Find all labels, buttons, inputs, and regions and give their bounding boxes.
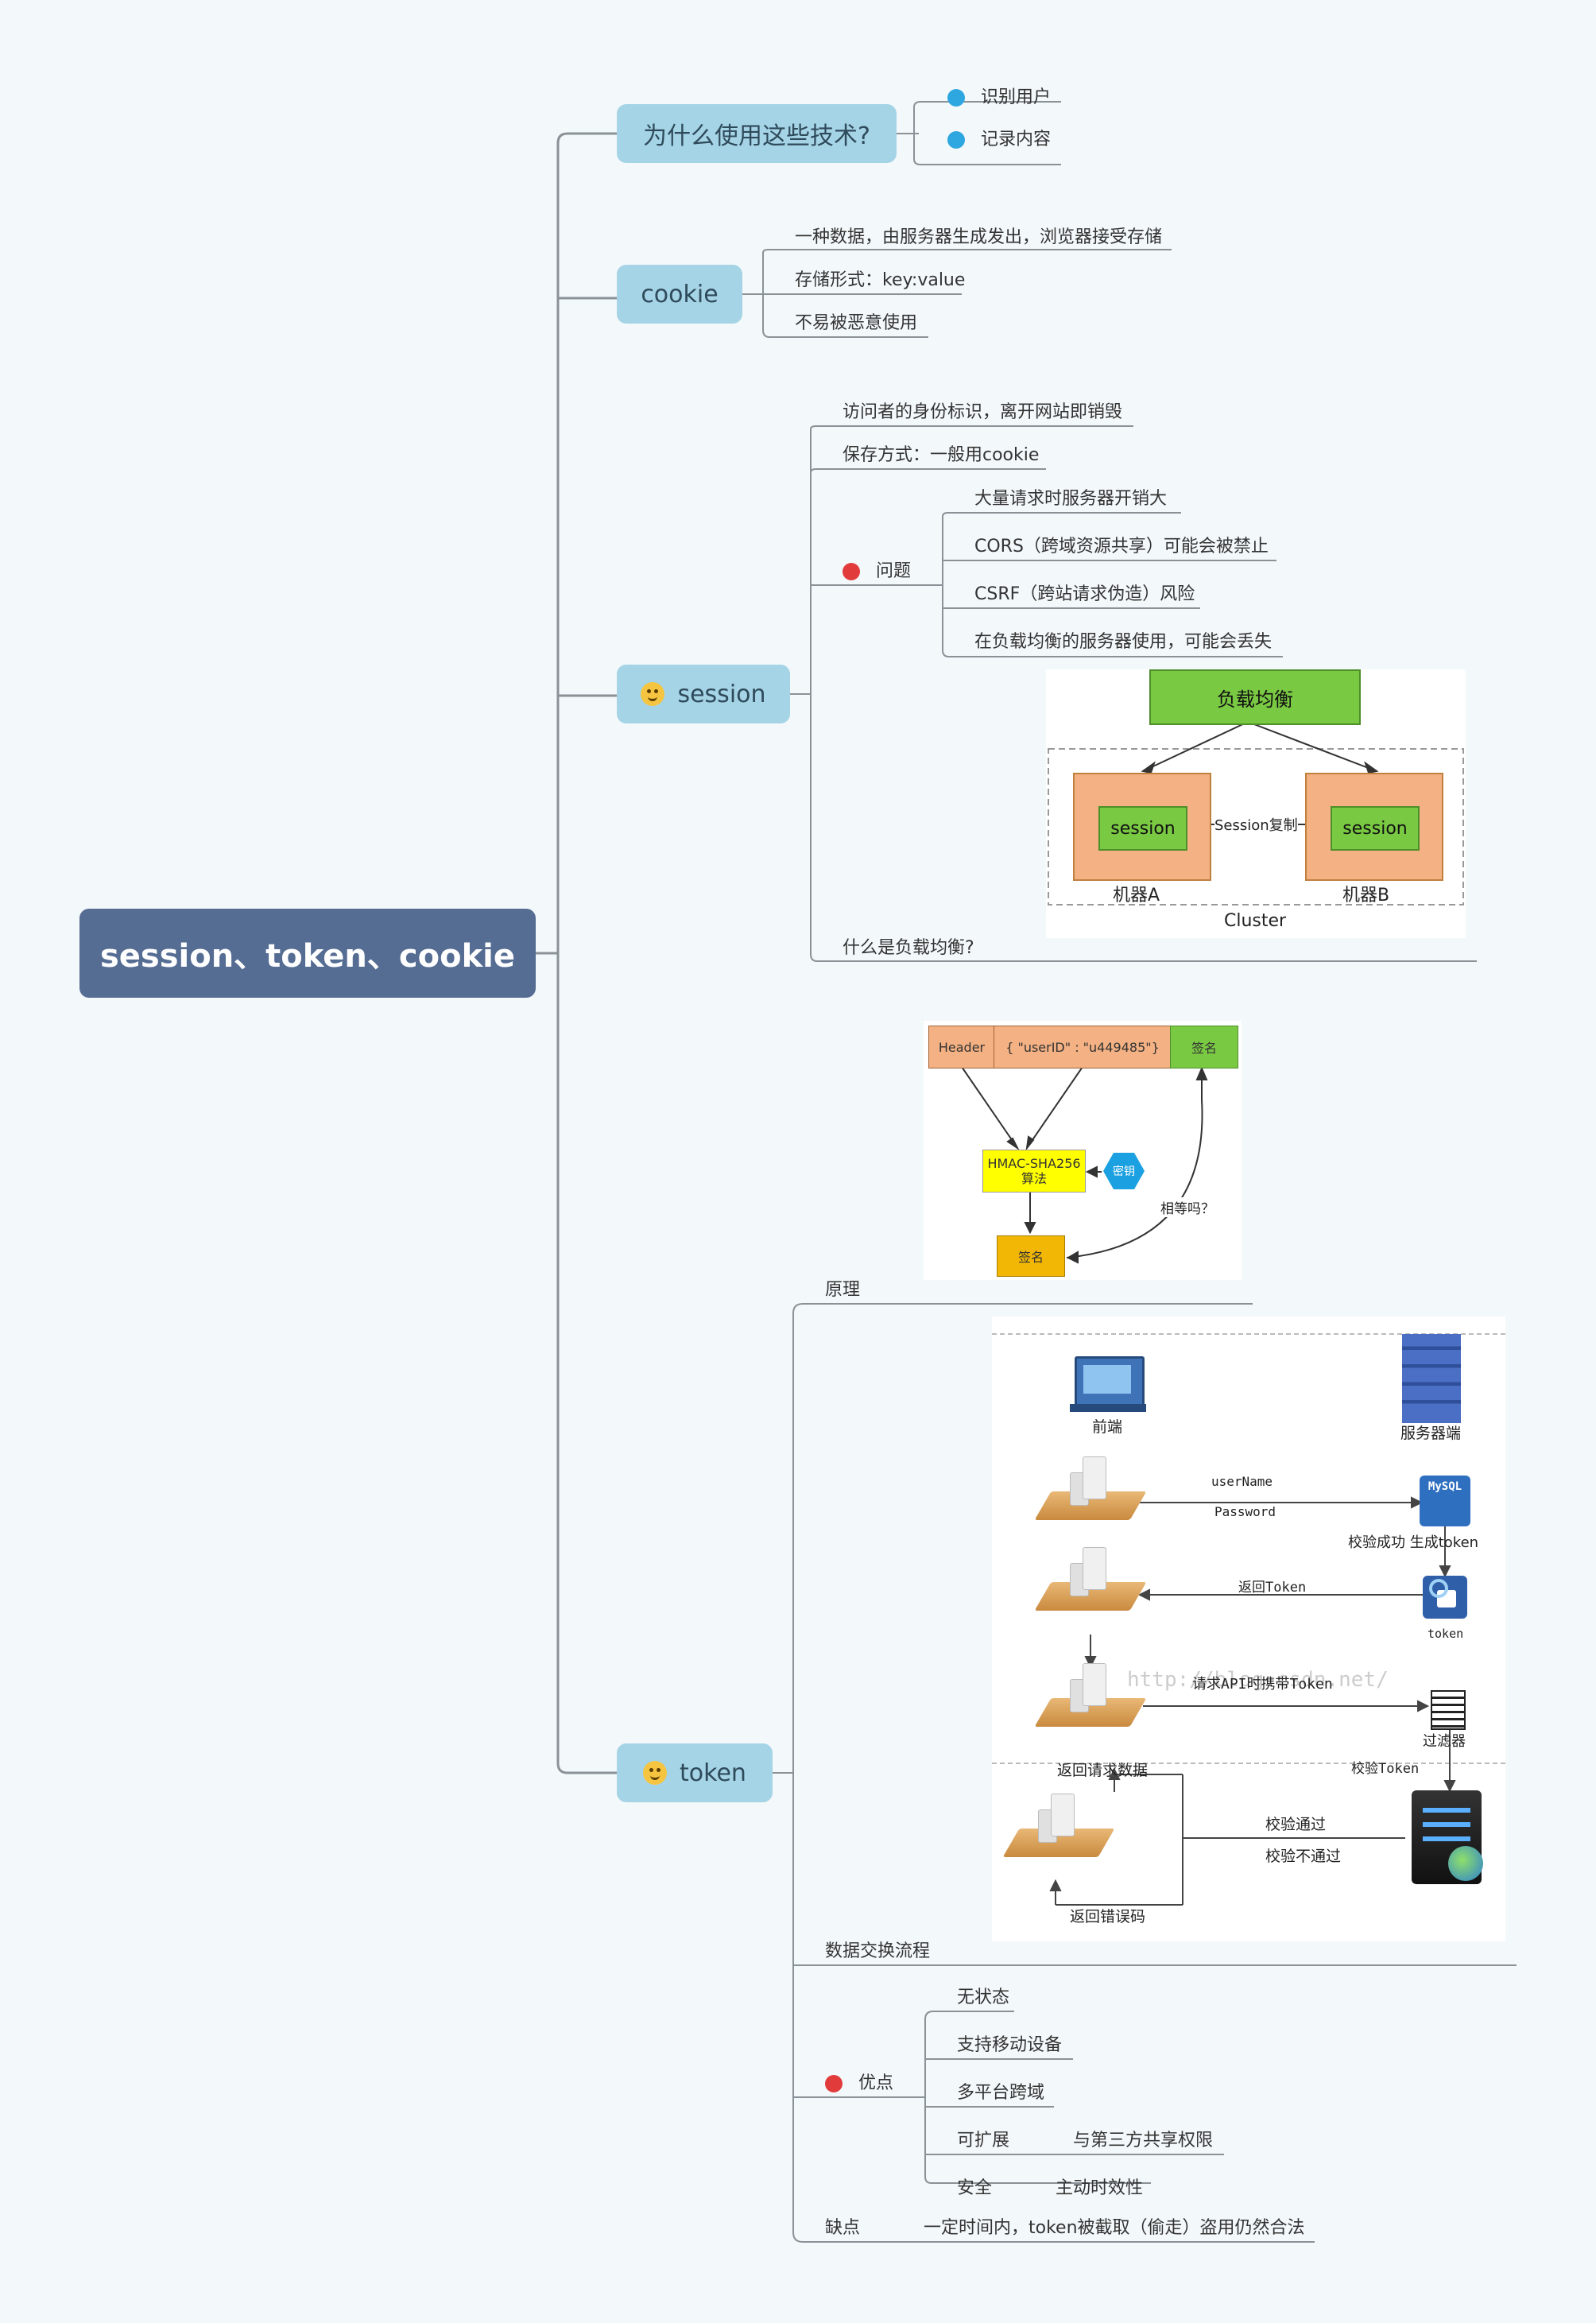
signature-box: 签名: [1170, 1026, 1238, 1068]
pros-item[interactable]: 无状态: [957, 1988, 1010, 2007]
client-computer-icon: [1034, 1456, 1147, 1520]
return-error-label: 返回错误码: [1070, 1908, 1146, 1925]
filter-icon: [1431, 1690, 1466, 1730]
request-token-label: 请求API时携带Token: [1192, 1676, 1333, 1693]
topic-why-label: 为什么使用这些技术?: [643, 122, 870, 150]
machine-b-box: session: [1305, 773, 1443, 881]
problem-item[interactable]: CSRF（跨站请求伪造）风险: [974, 584, 1195, 604]
algorithm-box: HMAC-SHA256算法: [982, 1150, 1086, 1193]
verify-token-label: 校验Token: [1351, 1761, 1420, 1777]
session-item[interactable]: 访问者的身份标识，离开网站即销毁: [843, 402, 1123, 422]
smiley-icon: [641, 682, 665, 706]
session-problem[interactable]: 问题: [843, 557, 911, 582]
pros-item[interactable]: 可扩展: [957, 2131, 1010, 2150]
topic-cookie[interactable]: cookie: [617, 265, 742, 324]
pros-item[interactable]: 多平台跨域: [957, 2083, 1045, 2103]
token-flow-diagram: 前端 服务器端 userName Password MySQL 校验成功 生成t…: [992, 1317, 1505, 1941]
token-principle-item[interactable]: 原理: [825, 1280, 861, 1300]
smiley-icon: [643, 1761, 668, 1785]
problem-item[interactable]: 大量请求时服务器开销大: [974, 489, 1168, 509]
topic-cookie-label: cookie: [641, 280, 719, 308]
cons-item[interactable]: 一定时间内，token被截取（偷走）盗用仍然合法: [924, 2218, 1305, 2238]
verify-pass-label: 校验通过: [1265, 1816, 1327, 1833]
globe-icon: [1448, 1846, 1483, 1881]
pros-subitem[interactable]: 主动时效性: [1056, 2178, 1144, 2198]
machine-a-box: session: [1073, 773, 1211, 881]
server-label: 服务器端: [1400, 1425, 1462, 1442]
root-topic[interactable]: session、token、cookie: [79, 909, 536, 998]
server-tower-icon: [1412, 1790, 1483, 1884]
topic-session[interactable]: session: [617, 665, 790, 723]
token-pros-label: 优点: [858, 2073, 894, 2093]
balancer-box: 负载均衡: [1149, 669, 1361, 725]
pros-subitem[interactable]: 与第三方共享权限: [1073, 2131, 1214, 2150]
flow-arrows: [992, 1333, 1505, 1906]
verify-fail-label: 校验不通过: [1265, 1848, 1342, 1865]
return-token-label: 返回Token: [1238, 1580, 1307, 1596]
topic-why[interactable]: 为什么使用这些技术?: [617, 104, 897, 163]
cluster-label: Cluster: [1224, 911, 1287, 931]
frontend-label: 前端: [1092, 1418, 1123, 1436]
header-box: Header: [928, 1026, 995, 1068]
session-b-box: session: [1331, 806, 1420, 851]
jwt-principle-diagram: Header { "userID" : "u449485"} 签名 HMAC-S…: [924, 1021, 1242, 1280]
username-label: userName: [1211, 1474, 1273, 1489]
load-balancer-diagram: 负载均衡 session session Session复制 机器A 机器B C…: [1046, 669, 1466, 938]
user-icon: [947, 89, 965, 107]
keyboard-icon: [1070, 1404, 1146, 1412]
topic-token[interactable]: token: [617, 1743, 773, 1802]
machine-a-label: 机器A: [1113, 886, 1160, 906]
cookie-item[interactable]: 一种数据，由服务器生成发出，浏览器接受存储: [795, 227, 1163, 247]
replication-label: Session复制: [1214, 814, 1298, 835]
token-label: token: [1427, 1627, 1464, 1641]
return-data-label: 返回请求数据: [1057, 1762, 1149, 1779]
token-flow-item[interactable]: 数据交换流程: [825, 1941, 931, 1961]
why-item-label: 识别用户: [981, 87, 1052, 107]
session-a-box: session: [1098, 806, 1187, 851]
session-problem-label: 问题: [876, 561, 912, 581]
thumbs-up-icon: [825, 2075, 843, 2092]
why-item-label: 记录内容: [981, 130, 1052, 149]
problem-item[interactable]: 在负载均衡的服务器使用，可能会丢失: [974, 632, 1273, 652]
pencil-icon: [947, 131, 965, 149]
session-lb-item[interactable]: 什么是负载均衡?: [843, 938, 974, 958]
pros-item[interactable]: 安全: [957, 2178, 993, 2198]
cookie-item[interactable]: 不易被恶意使用: [795, 313, 918, 333]
mysql-database-icon: MySQL: [1420, 1476, 1470, 1526]
server-rack-icon: [1402, 1334, 1461, 1423]
token-lock-icon: [1423, 1576, 1467, 1619]
token-pros[interactable]: 优点: [825, 2069, 893, 2094]
watermark: http://blog.csdn.net/: [1127, 1668, 1389, 1692]
pros-item[interactable]: 支持移动设备: [957, 2035, 1063, 2055]
filter-label: 过滤器: [1423, 1733, 1466, 1750]
frontend-computer-icon: [1075, 1356, 1145, 1407]
warning-icon: [843, 563, 860, 580]
problem-item[interactable]: CORS（跨域资源共享）可能会被禁止: [974, 537, 1269, 557]
machine-b-label: 机器B: [1342, 886, 1390, 906]
why-item-identify[interactable]: 识别用户: [947, 83, 1051, 108]
equal-question: 相等吗？: [1160, 1197, 1214, 1217]
password-label: Password: [1214, 1504, 1276, 1519]
payload-box: { "userID" : "u449485"}: [994, 1026, 1172, 1068]
session-item[interactable]: 保存方式：一般用cookie: [843, 445, 1040, 465]
signature-out-box: 签名: [997, 1235, 1065, 1277]
token-cons[interactable]: 缺点: [825, 2218, 861, 2238]
cookie-item[interactable]: 存储形式：key:value: [795, 270, 966, 290]
client-computer-icon: [1034, 1547, 1147, 1611]
topic-session-label: session: [677, 680, 766, 708]
topic-token-label: token: [680, 1759, 746, 1787]
client-computer-icon: [1002, 1794, 1115, 1857]
client-computer-icon: [1034, 1663, 1147, 1727]
why-item-record[interactable]: 记录内容: [947, 125, 1051, 150]
verify-success-label: 校验成功 生成token: [1348, 1534, 1479, 1551]
